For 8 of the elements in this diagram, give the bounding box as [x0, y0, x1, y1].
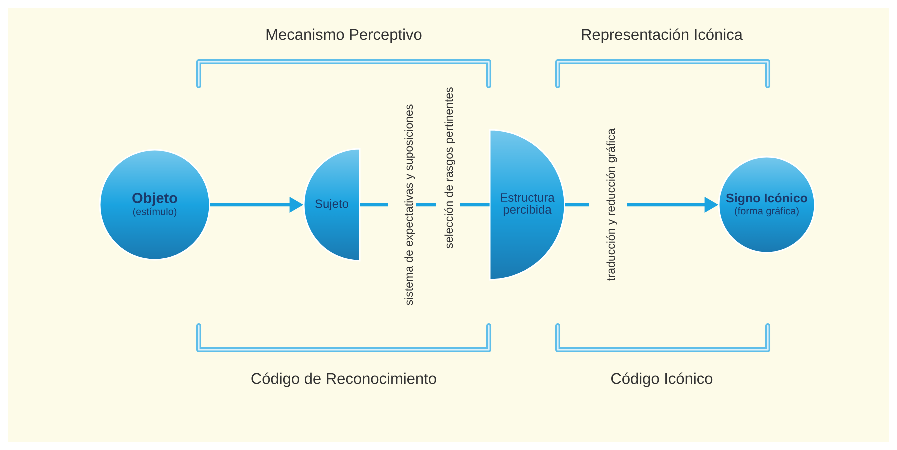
section-heading: Código de Reconocimiento — [252, 372, 436, 388]
section-heading: Representación Icónica — [582, 28, 743, 44]
vertical-label: traducción y reducción gráfica — [606, 128, 618, 282]
vertical-label: sistema de expectativas y suposiciones — [404, 104, 416, 306]
section-heading: Mecanismo Perceptivo — [266, 28, 422, 44]
vertical-label: selección de rasgos pertinentes — [444, 88, 456, 249]
dashed-line — [360, 203, 490, 207]
section-heading: Código Icónico — [612, 372, 713, 388]
